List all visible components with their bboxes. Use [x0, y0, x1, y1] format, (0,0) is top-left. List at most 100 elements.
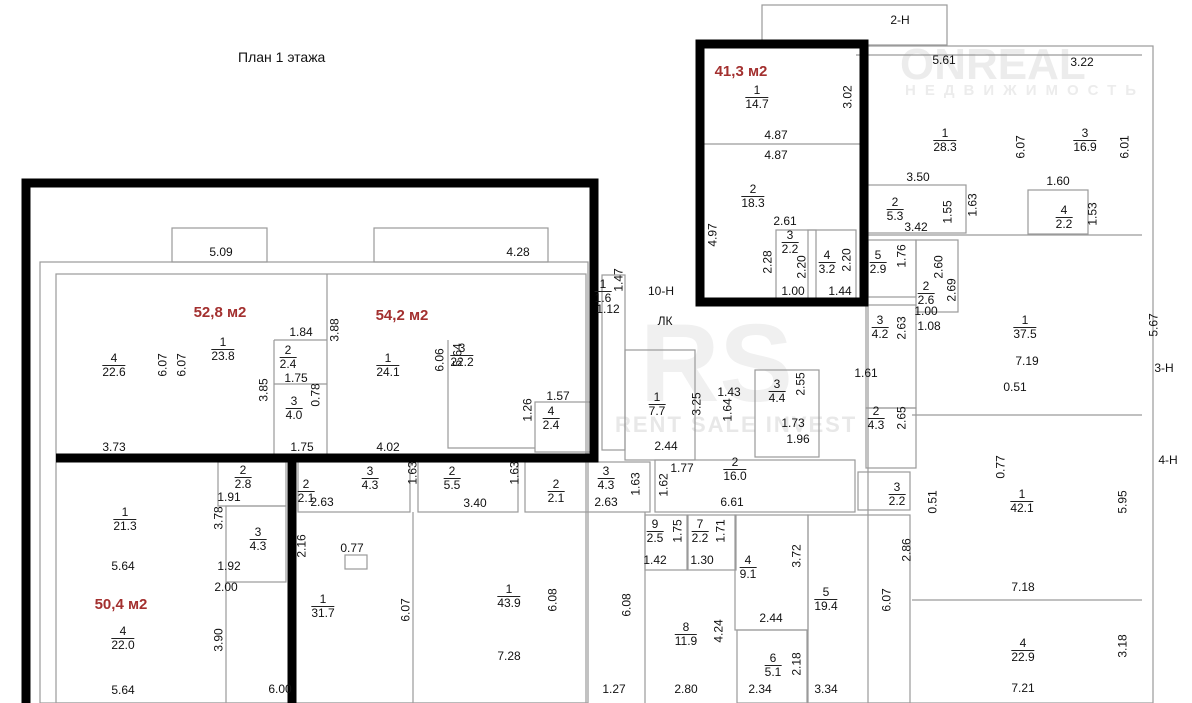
dimension-label: 0.51 — [1003, 380, 1027, 394]
room-area: 2.8 — [234, 477, 252, 491]
room-area: 11.9 — [674, 634, 698, 648]
room-number: 2 — [917, 280, 935, 294]
dimension-label: 3.34 — [814, 682, 838, 696]
dimension-label: 2.61 — [773, 214, 797, 228]
dimension-label-vertical: 1.64 — [720, 398, 735, 422]
dimension-label: 4.87 — [764, 128, 788, 142]
dimension-label-vertical: 3.90 — [211, 628, 226, 652]
dimension-label: 2.34 — [748, 682, 772, 696]
unit-area-label: 41,3 м2 — [714, 63, 768, 80]
room-area: 21.3 — [113, 519, 137, 533]
dimension-label: 3.42 — [904, 220, 928, 234]
dimension-label: 1.42 — [643, 553, 667, 567]
room-area: 28.3 — [933, 140, 957, 154]
room-number: 6 — [764, 652, 782, 666]
dimension-label-vertical: 2.16 — [294, 534, 309, 558]
dimension-label: 5.64 — [111, 683, 135, 697]
dimension-label-vertical: 6.07 — [174, 353, 189, 377]
room-number: 3 — [871, 314, 889, 328]
room-area: 43.9 — [497, 596, 521, 610]
room-number: 2 — [723, 456, 747, 470]
room-area: 3.2 — [818, 262, 836, 276]
dimension-label-vertical: 6.06 — [432, 348, 447, 372]
dimension-label: 1.92 — [217, 559, 241, 573]
room-number: 1 — [113, 506, 137, 520]
room-area: 22.2 — [450, 355, 474, 369]
room-area: 5.1 — [764, 665, 782, 679]
room-area: 2.2 — [781, 242, 799, 256]
room-number: 4 — [102, 352, 126, 366]
room-area: 7.7 — [648, 404, 666, 418]
room-number: 4 — [542, 405, 560, 419]
room-area: 2.9 — [869, 262, 887, 276]
dimension-label-vertical: 4.97 — [705, 223, 720, 247]
dimension-label-vertical: 1.76 — [894, 244, 909, 268]
dimension-label-vertical: 0.78 — [308, 383, 323, 407]
room-number: 1 — [594, 278, 612, 292]
room-area: 2.1 — [297, 491, 315, 505]
dimension-label: 4.87 — [764, 148, 788, 162]
dimension-label: 7.19 — [1015, 354, 1039, 368]
room-area: 14.7 — [745, 97, 769, 111]
dimension-label: 3.50 — [906, 170, 930, 184]
room-number: 1 — [497, 583, 521, 597]
room-number: 4 — [1011, 637, 1035, 651]
dimension-label: 1.91 — [217, 490, 241, 504]
room-area: 23.8 — [211, 349, 235, 363]
dimension-label-vertical: 1.53 — [1085, 202, 1100, 226]
room-area: 2.5 — [646, 531, 664, 545]
dimension-label: 1.44 — [828, 284, 852, 298]
dimension-label-vertical: 3.78 — [211, 506, 226, 530]
dimension-label: 6.61 — [720, 495, 744, 509]
unit-frame-41 — [695, 39, 869, 307]
dimension-label: 7.21 — [1011, 681, 1035, 695]
dimension-label: 7.18 — [1011, 580, 1035, 594]
dimension-label-vertical: 0.77 — [993, 455, 1008, 479]
highlighted-units — [21, 39, 869, 703]
room-number: 4 — [1055, 204, 1073, 218]
room-number: 2 — [279, 344, 297, 358]
dimension-label-vertical: 5.95 — [1115, 490, 1130, 514]
dimension-label-vertical: 6.07 — [1013, 135, 1028, 159]
dimension-label-vertical: 2.18 — [789, 652, 804, 676]
room-area: 4.3 — [361, 478, 379, 492]
room-number: 1 — [745, 84, 769, 98]
dimension-label: 1.43 — [717, 385, 741, 399]
room-area: 2.2 — [691, 531, 709, 545]
dimension-label-vertical: 0.51 — [925, 490, 940, 514]
room-area: 5.5 — [443, 478, 461, 492]
dimension-label-vertical: 2.55 — [793, 372, 808, 396]
room-number: 3 — [1073, 127, 1097, 141]
room-area: 19.4 — [814, 599, 838, 613]
dimension-label-vertical: 3.72 — [789, 544, 804, 568]
dimension-label: 2.80 — [674, 682, 698, 696]
dimension-label: 1.30 — [690, 553, 714, 567]
room-area: 4.3 — [597, 478, 615, 492]
dimension-label-vertical: 1.26 — [520, 398, 535, 422]
dimension-label-vertical: 1.75 — [670, 519, 685, 543]
dimension-label: 1.77 — [670, 461, 694, 475]
room-area: 16.9 — [1073, 140, 1097, 154]
unit-area-label: 54,2 м2 — [375, 307, 429, 324]
room-number: 3 — [781, 229, 799, 243]
room-area: 2.2 — [888, 494, 906, 508]
dimension-label-vertical: 1.63 — [965, 193, 980, 217]
